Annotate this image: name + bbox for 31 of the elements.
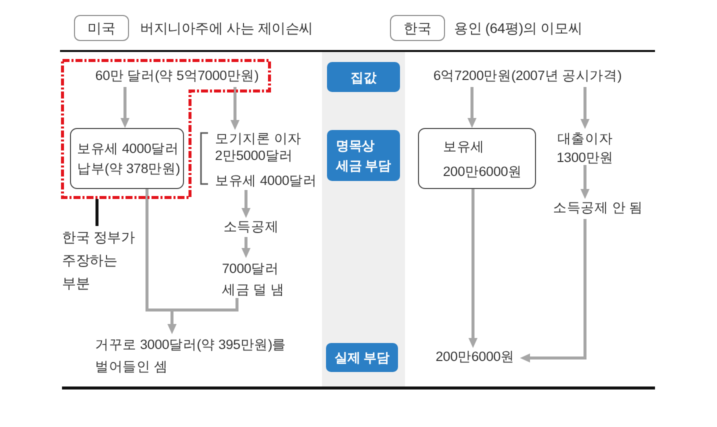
flow-text: 7000달러 세금 덜 냄 [222,258,294,298]
price-text: 60만 달러(약 5억7000만원) [86,67,268,87]
flow-text: 소득공제 안 됨 [550,199,646,219]
row-label: 집값 [327,62,400,92]
flow-text: 모기지론 이자 2만5000달러 [215,130,302,164]
arrow [468,87,476,128]
arrow [468,189,478,348]
flow-text: 거꾸로 3000달러(약 395만원)를 벌어들인 셈 [95,334,315,378]
process-box: 보유세 200만6000원 [418,128,536,189]
arrow [580,87,590,129]
process-box: 보유세 4000달러 납부(약 378만원) [70,128,184,189]
leader-line [96,199,98,226]
arrow [520,219,586,362]
row-label: 실제 부담 [326,343,398,372]
flow-text: 200만6000원 [430,348,520,368]
arrow [242,237,250,258]
flow-text: 보유세 4000달러 [215,172,318,189]
country-tag: 한국 [390,15,445,41]
caption-text: 용인 (64평)의 이모씨 [454,19,582,37]
arrow [120,87,130,128]
arrow [580,165,590,199]
flow-text: 대출이자 1300만원 [545,129,625,165]
arrow [242,190,250,218]
price-text: 6억7200만원(2007년 공시가격) [420,67,635,87]
arrow [230,87,240,130]
country-tag: 미국 [74,15,129,41]
flow-text: 소득공제 [222,218,280,237]
arrow [168,298,238,334]
caption-text: 버지니아주에 사는 제이슨씨 [140,19,313,37]
annotation-text: 한국 정부가 주장하는 부분 [62,226,142,294]
row-label: 명목상 세금 부담 [327,130,400,181]
